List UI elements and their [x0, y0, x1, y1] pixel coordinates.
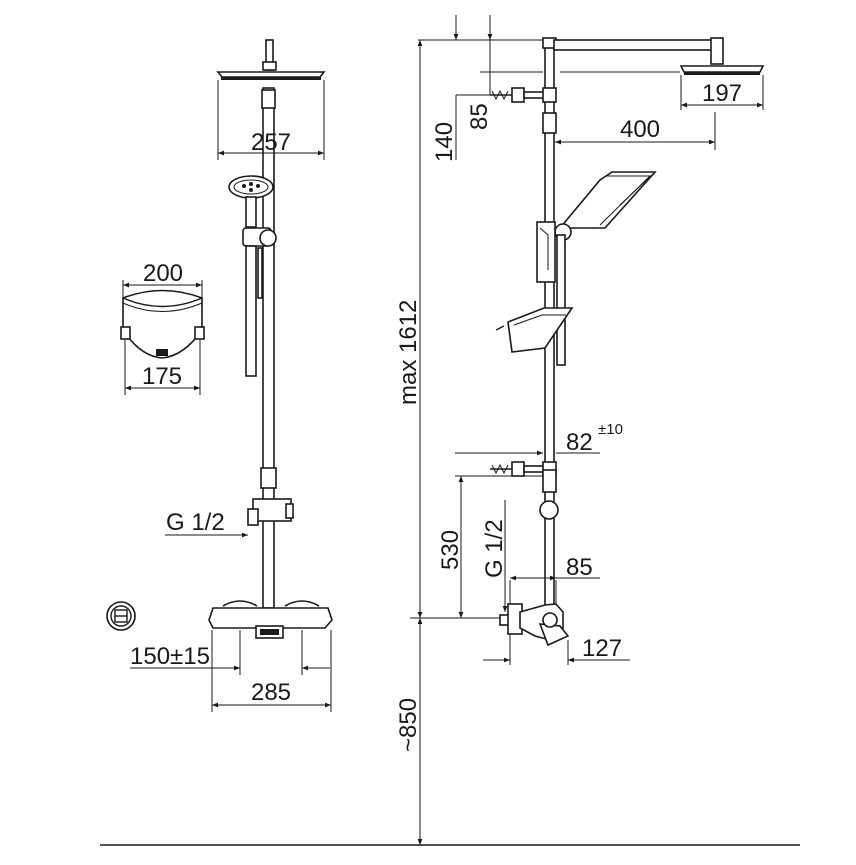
dim-text-85-vertical: 85	[466, 103, 493, 130]
slide-holder	[242, 227, 277, 377]
dim-text-400: 400	[620, 116, 660, 143]
front-view: 257 200 175 G 1/2 150±15	[106, 39, 333, 712]
dim-text-max-1612: max 1612	[395, 300, 422, 405]
dim-text-g12-front: G 1/2	[166, 509, 225, 536]
dim-text-82: 82	[566, 429, 593, 456]
dim-mixer-depth-bottom: 127	[483, 634, 630, 665]
dim-text-257: 257	[251, 129, 291, 156]
riser-pipe	[262, 87, 275, 609]
dim-headshower-width: 257	[217, 80, 325, 160]
wall-connector	[247, 498, 294, 526]
dim-inlet-spacing: 150±15	[130, 630, 330, 675]
dim-top-to-bracket: 140	[431, 15, 490, 162]
dim-text-850: ~850	[395, 698, 422, 752]
dim-floor-height: ~850	[395, 618, 423, 845]
side-head-shower	[679, 65, 765, 75]
soap-tray-detail	[120, 289, 205, 359]
dim-text-530: 530	[437, 530, 464, 570]
dim-text-tolerance: ±10	[598, 421, 623, 438]
dim-soap-tray-bottom: 175	[124, 340, 201, 395]
dim-text-200: 200	[143, 260, 183, 287]
dim-text-285: 285	[251, 679, 291, 706]
dim-inlet-thread-side: G 1/2	[481, 500, 508, 612]
lower-joint	[260, 467, 277, 489]
dim-text-197: 197	[702, 80, 742, 107]
hand-shower	[228, 175, 274, 228]
thermostatic-mixer	[208, 600, 333, 639]
dim-mixer-depth-top: 85	[509, 554, 600, 604]
dim-arm-projection: 400	[555, 112, 716, 150]
dim-bracket-offset: 85	[466, 15, 493, 130]
dim-inlet-thread-front: G 1/2	[165, 509, 248, 538]
dim-max-height: max 1612	[395, 40, 423, 618]
shower-arm	[553, 39, 715, 51]
side-joint	[539, 500, 559, 520]
dim-lower-bracket: 82 ±10	[455, 421, 623, 456]
dim-text-g12-side: G 1/2	[481, 519, 508, 578]
dim-text-140: 140	[431, 122, 458, 162]
dim-mixer-width: 285	[211, 630, 332, 712]
dim-text-127: 127	[582, 635, 622, 662]
head-shower	[216, 61, 326, 80]
side-view: 197 400 85 140 max 1612	[100, 15, 800, 846]
upper-wall-bracket	[490, 87, 557, 103]
dim-soap-tray-top: 200	[122, 260, 203, 298]
dim-text-150: 150±15	[130, 643, 210, 670]
dim-text-175: 175	[142, 363, 182, 390]
side-soap-tray	[495, 307, 574, 353]
side-hand-shower	[554, 171, 657, 241]
rosette-symbol	[106, 601, 136, 631]
dim-text-85-horizontal: 85	[566, 554, 593, 581]
dim-bracket-to-mixer: 530	[410, 475, 543, 619]
side-slider	[536, 221, 566, 366]
dim-headshower-diameter: 197	[680, 75, 764, 110]
pipe-joint	[261, 89, 276, 109]
side-mixer	[499, 603, 570, 647]
